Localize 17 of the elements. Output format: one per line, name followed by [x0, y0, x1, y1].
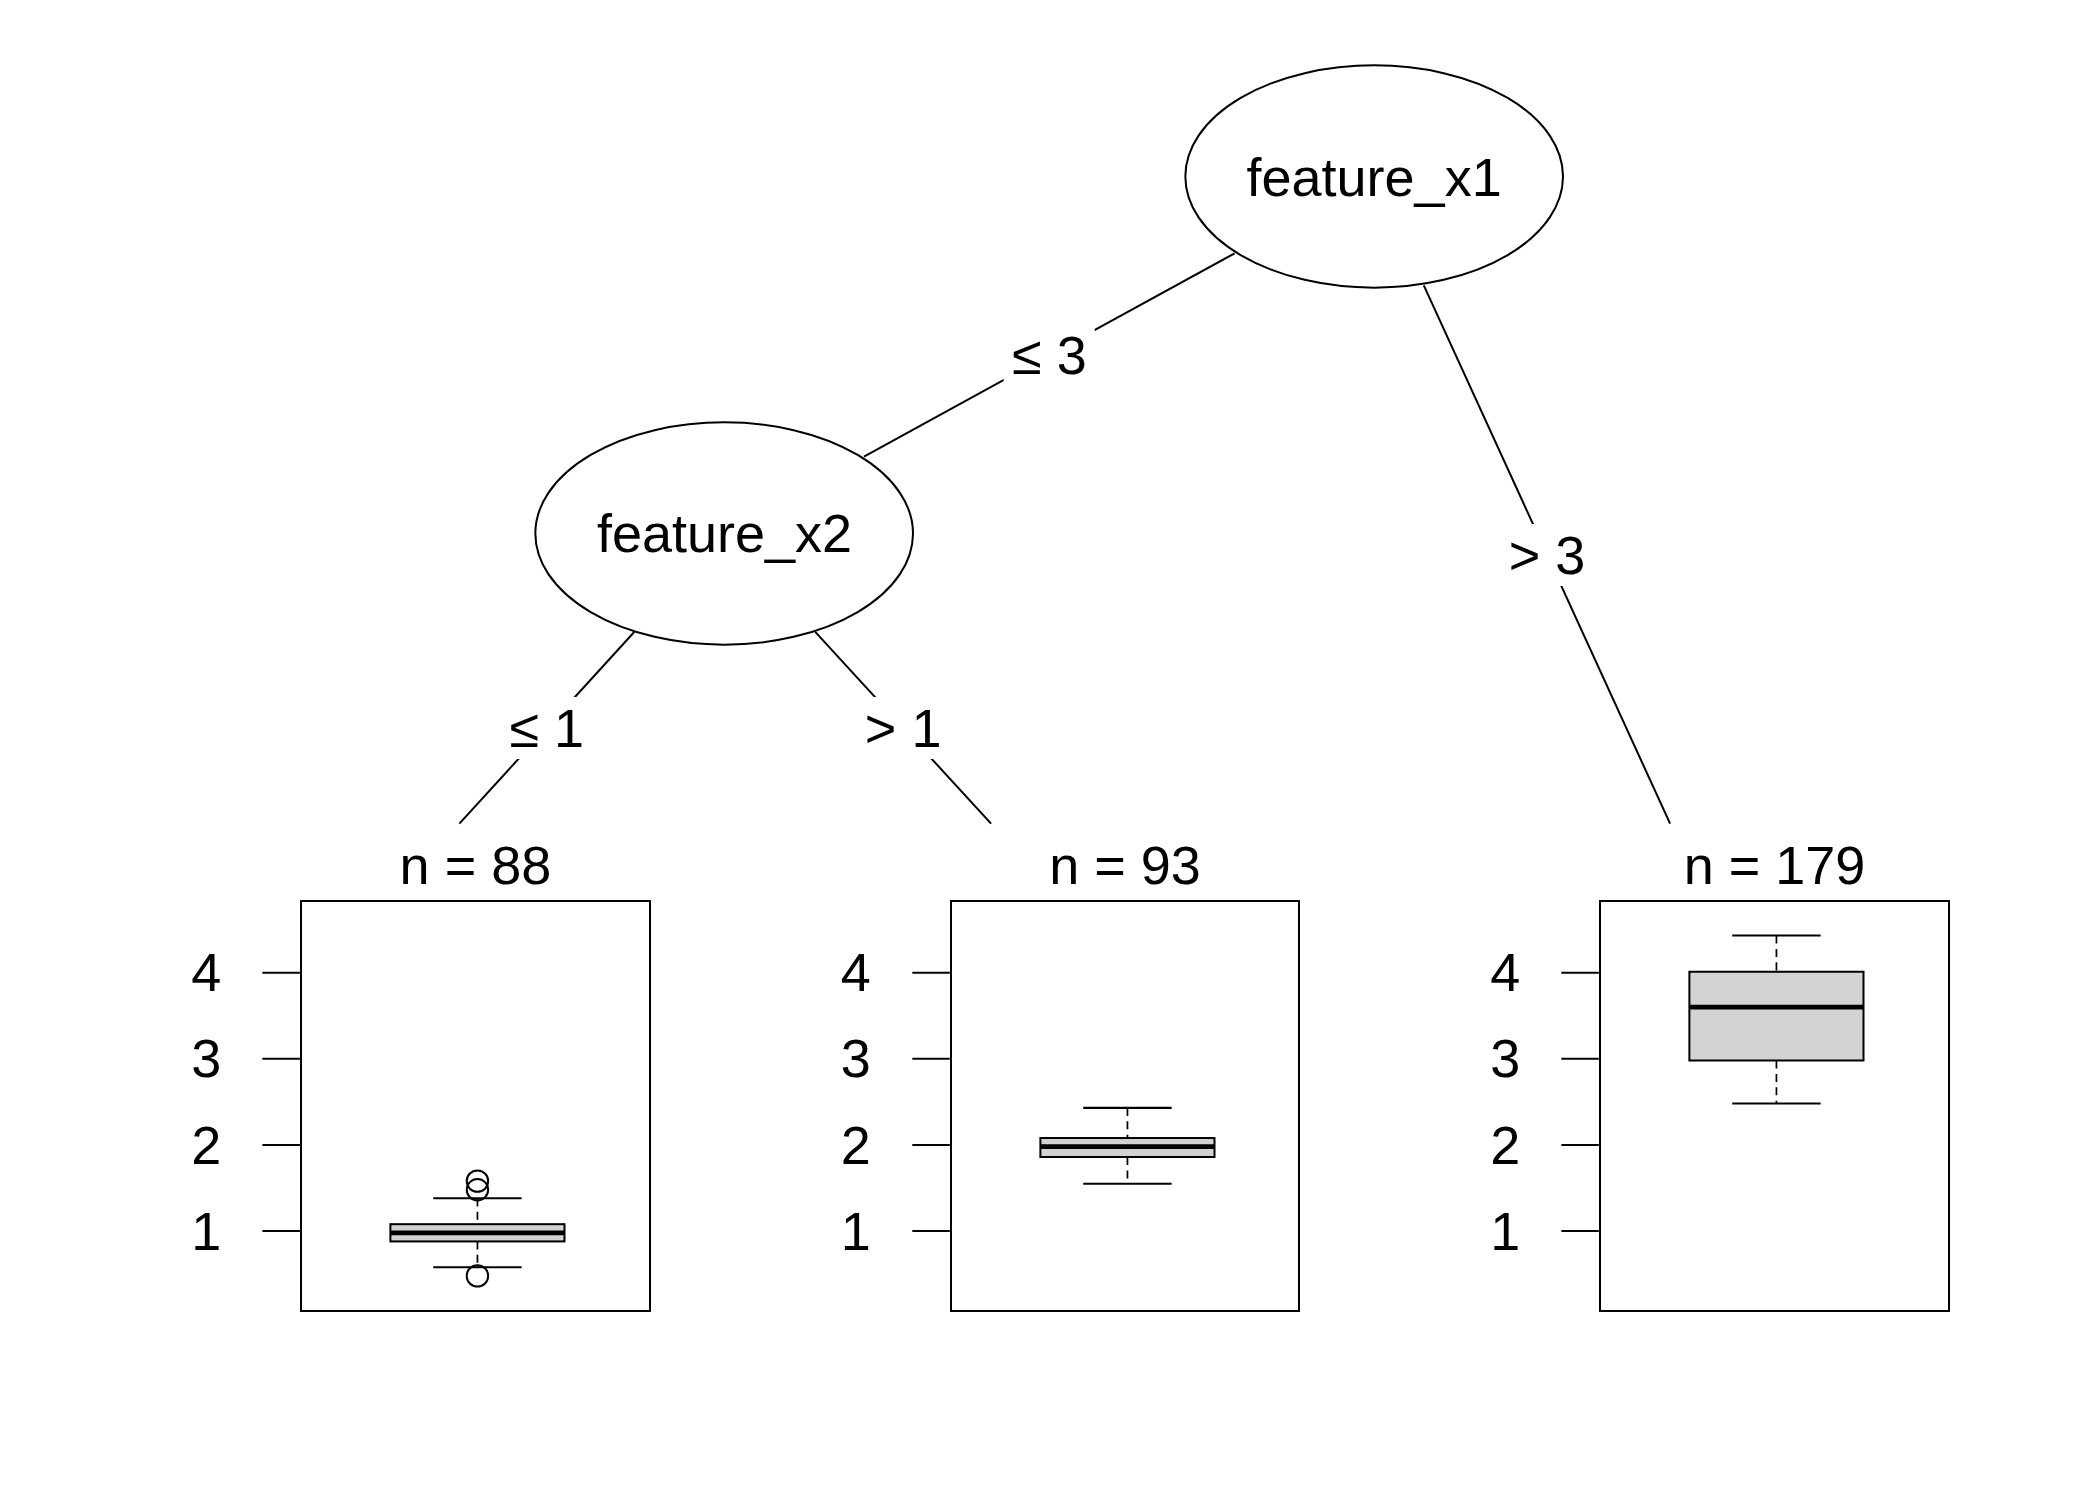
axis-tick-label: 1: [840, 1203, 871, 1258]
axis-tick-label: 1: [1490, 1203, 1521, 1258]
axis-tick-label: 2: [1490, 1117, 1521, 1172]
axis-tick-label: 1: [191, 1203, 222, 1258]
axis-tick-label: 3: [840, 1031, 871, 1086]
branch-line: [1422, 284, 1671, 825]
node-count-label: n = 179: [1683, 838, 1866, 893]
axis-tick-label: 2: [840, 1117, 871, 1172]
split-variable-label: feature_x2: [596, 506, 853, 561]
node-count-label: n = 93: [1049, 838, 1201, 893]
axis-tick-label: 4: [1490, 945, 1521, 1000]
axis-tick-label: 4: [191, 945, 222, 1000]
axis-tick-label: 2: [191, 1117, 222, 1172]
node-count-label: n = 88: [399, 838, 552, 893]
axis-tick-label: 3: [1490, 1031, 1521, 1086]
axis-tick-label: 3: [191, 1031, 222, 1086]
axis-tick-label: 4: [840, 945, 871, 1000]
